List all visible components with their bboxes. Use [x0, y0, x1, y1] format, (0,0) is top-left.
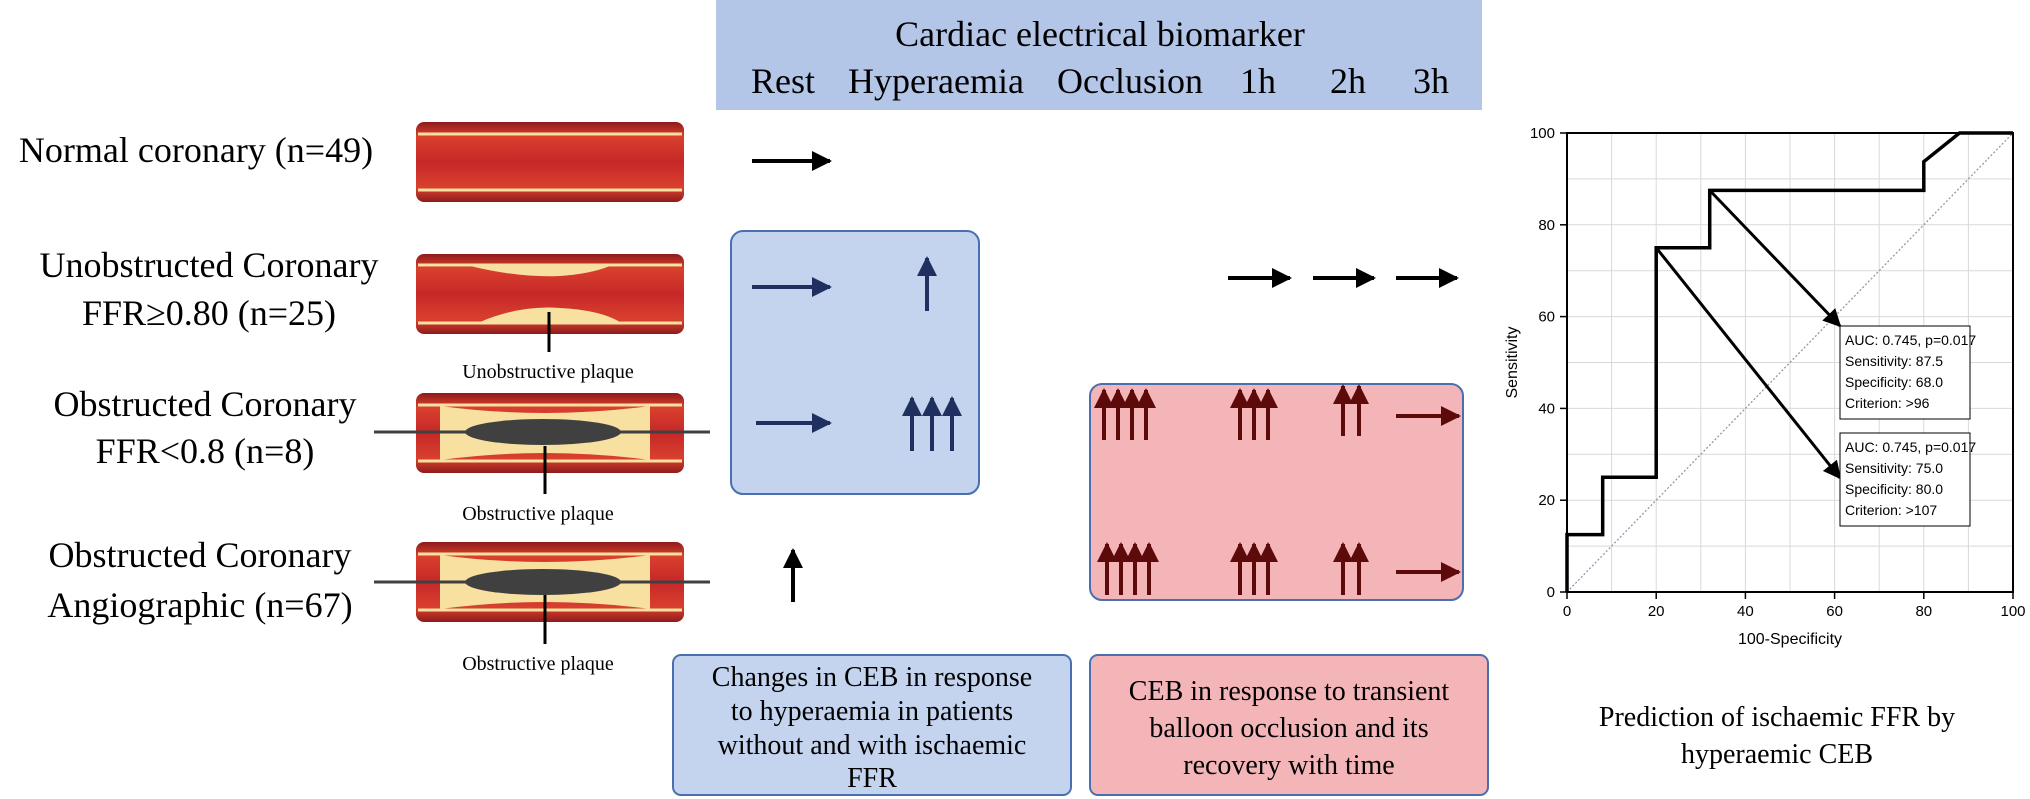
group-unobstructed-label-2: FFR≥0.80 (n=25)	[82, 293, 336, 333]
roc-y-tick-label: 80	[1538, 217, 1555, 234]
roc-chart: 0 20 40 60 80 100 0 20 40 60 80 100 AUC: 0.745, p=0…	[1504, 125, 2026, 648]
roc-x-tick-label: 80	[1915, 603, 1932, 620]
vessel-obstructive-angio	[374, 542, 710, 644]
plaque-label-unobstructive: Unobstructive plaque	[462, 361, 634, 383]
group-normal-label: Normal coronary (n=49)	[19, 130, 373, 170]
roc-ticks: 0 20 40 60 80 100 0 20 40 60 80 100	[1530, 125, 2026, 620]
caption-hyperaemia-line-3: without and with ischaemic	[718, 730, 1027, 761]
recovery-1h-triple-up-arrows-obstructed	[1230, 388, 1278, 440]
group-unobstructed-label-1: Unobstructed Coronary	[40, 245, 379, 285]
header-col-occlusion: Occlusion	[1057, 61, 1203, 101]
group-obstructed-angio-label-1: Obstructed Coronary	[49, 535, 352, 575]
plaque-label-obstructive-1: Obstructive plaque	[462, 503, 614, 525]
roc-annotation-box	[1839, 325, 1971, 420]
roc-plot-frame	[1566, 132, 2014, 593]
caption-roc-line-1: Prediction of ischaemic FFR by	[1599, 702, 1955, 733]
caption-box-occlusion	[1089, 654, 1489, 796]
occlusion-box	[1089, 383, 1464, 601]
roc-y-tick-label: 0	[1547, 584, 1555, 601]
roc-x-tick-label: 60	[1826, 603, 1843, 620]
roc-y-tick-label: 60	[1538, 309, 1555, 326]
vessel-obstructive-ffr	[374, 393, 710, 494]
caption-hyperaemia-line-1: Changes in CEB in response	[712, 662, 1032, 693]
header-title: Cardiac electrical biomarker	[895, 14, 1305, 54]
vessel-normal	[416, 122, 684, 202]
roc-y-tick-label: 40	[1538, 400, 1555, 417]
header-box: Cardiac electrical biomarker Rest Hypera…	[716, 0, 1482, 110]
roc-x-tick-label: 100	[2000, 603, 2025, 620]
group-obstructed-ffr-label-2: FFR<0.8 (n=8)	[96, 431, 315, 471]
caption-hyperaemia-line-2: to hyperaemia in patients	[731, 696, 1013, 727]
recovery-2h-double-up-arrows-obstructed	[1333, 384, 1369, 436]
group-obstructed-angio-label-2: Angiographic (n=67)	[47, 585, 352, 625]
roc-x-tick-label: 0	[1563, 603, 1571, 620]
roc-annotation-text: AUC: 0.745, p=0.017	[1845, 439, 1976, 455]
hyperaemia-box	[730, 230, 980, 495]
roc-annotation-text: Sensitivity: 87.5	[1845, 353, 1943, 369]
header-col-2h: 2h	[1330, 61, 1366, 101]
caption-occlusion-line-2: balloon occlusion and its	[1149, 713, 1428, 744]
roc-y-tick-label: 20	[1538, 492, 1555, 509]
roc-y-tick-label: 100	[1530, 125, 1555, 142]
recovery-2h-double-up-arrows-angio	[1333, 542, 1369, 595]
header-col-rest: Rest	[751, 61, 815, 101]
plaque-label-obstructive-2: Obstructive plaque	[462, 653, 614, 675]
occlusion-quad-up-arrows-angio	[1097, 542, 1159, 595]
roc-annotation-text: Criterion: >107	[1845, 502, 1937, 518]
caption-roc-line-2: hyperaemic CEB	[1681, 739, 1873, 770]
caption-occlusion-line-3: recovery with time	[1183, 750, 1394, 781]
header-col-hyperaemia: Hyperaemia	[848, 61, 1024, 101]
roc-annotation-box	[1839, 432, 1971, 527]
roc-annotation-text: AUC: 0.745, p=0.017	[1845, 332, 1976, 348]
roc-x-tick-label: 40	[1737, 603, 1754, 620]
hyperaemia-triple-up-arrows	[902, 396, 962, 451]
occlusion-quad-up-arrows-obstructed	[1094, 388, 1156, 440]
group-obstructed-ffr-label-1: Obstructed Coronary	[54, 384, 357, 424]
caption-hyperaemia-line-4: FFR	[847, 763, 897, 794]
caption-occlusion-line-1: CEB in response to transient	[1129, 676, 1450, 707]
roc-x-axis-label: 100-Specificity	[1738, 631, 1842, 648]
header-col-3h: 3h	[1413, 61, 1449, 101]
roc-annotation-text: Specificity: 80.0	[1845, 481, 1943, 497]
caption-box-hyperaemia	[672, 654, 1072, 796]
roc-annotation-text: Criterion: >96	[1845, 395, 1930, 411]
roc-reference-line	[1566, 132, 2014, 593]
roc-x-tick-label: 20	[1648, 603, 1665, 620]
roc-annotation-text: Specificity: 68.0	[1845, 374, 1943, 390]
roc-curve	[1565, 131, 2013, 592]
roc-annotation-arrow	[1655, 246, 1842, 480]
roc-y-axis-label: Sensitivity	[1504, 326, 1521, 398]
roc-annotation-arrow	[1708, 189, 1842, 328]
recovery-1h-triple-up-arrows-angio	[1230, 542, 1278, 595]
roc-annotation-text: Sensitivity: 75.0	[1845, 460, 1943, 476]
vessel-unobstructed	[416, 254, 684, 352]
header-col-1h: 1h	[1240, 61, 1276, 101]
